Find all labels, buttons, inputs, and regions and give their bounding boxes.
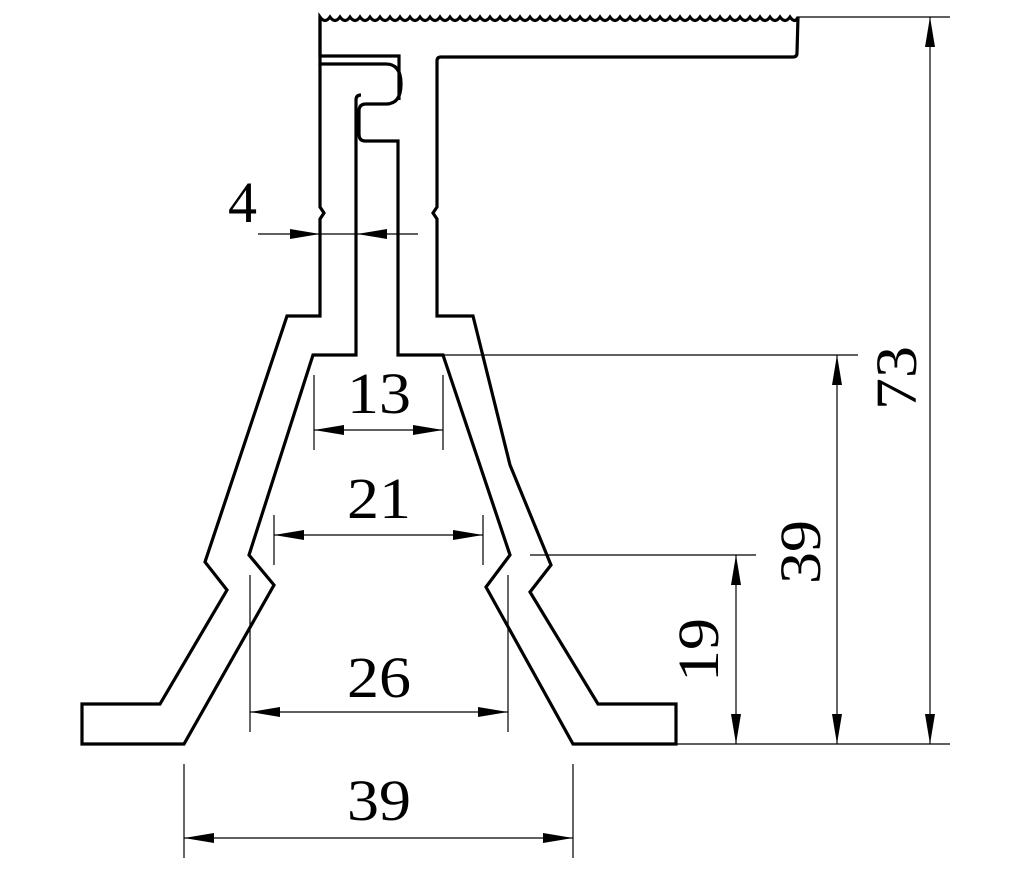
dim-label-13: 13 <box>347 361 411 426</box>
left-wall <box>80 17 401 746</box>
dim-label-21: 21 <box>347 466 411 531</box>
dim-notch-height: 19 <box>666 555 741 744</box>
dim-label-26: 26 <box>347 645 411 710</box>
dim-label-39-base: 39 <box>347 768 411 833</box>
dim-inner-top: 13 <box>313 361 444 450</box>
dim-body-height: 39 <box>768 355 842 744</box>
dim-label-39-height: 39 <box>768 520 833 584</box>
dim-wall-thickness: 4 <box>228 170 418 239</box>
dim-inner-bottom: 26 <box>249 575 509 732</box>
dim-inner-mid: 21 <box>273 466 484 565</box>
dim-label-19: 19 <box>666 618 731 682</box>
dim-label-4: 4 <box>228 170 257 235</box>
top-plate <box>318 12 800 746</box>
extension-lines <box>443 16 950 745</box>
dim-label-73: 73 <box>864 346 929 410</box>
dim-total-height: 73 <box>864 17 935 744</box>
dim-base-width: 39 <box>183 764 574 858</box>
